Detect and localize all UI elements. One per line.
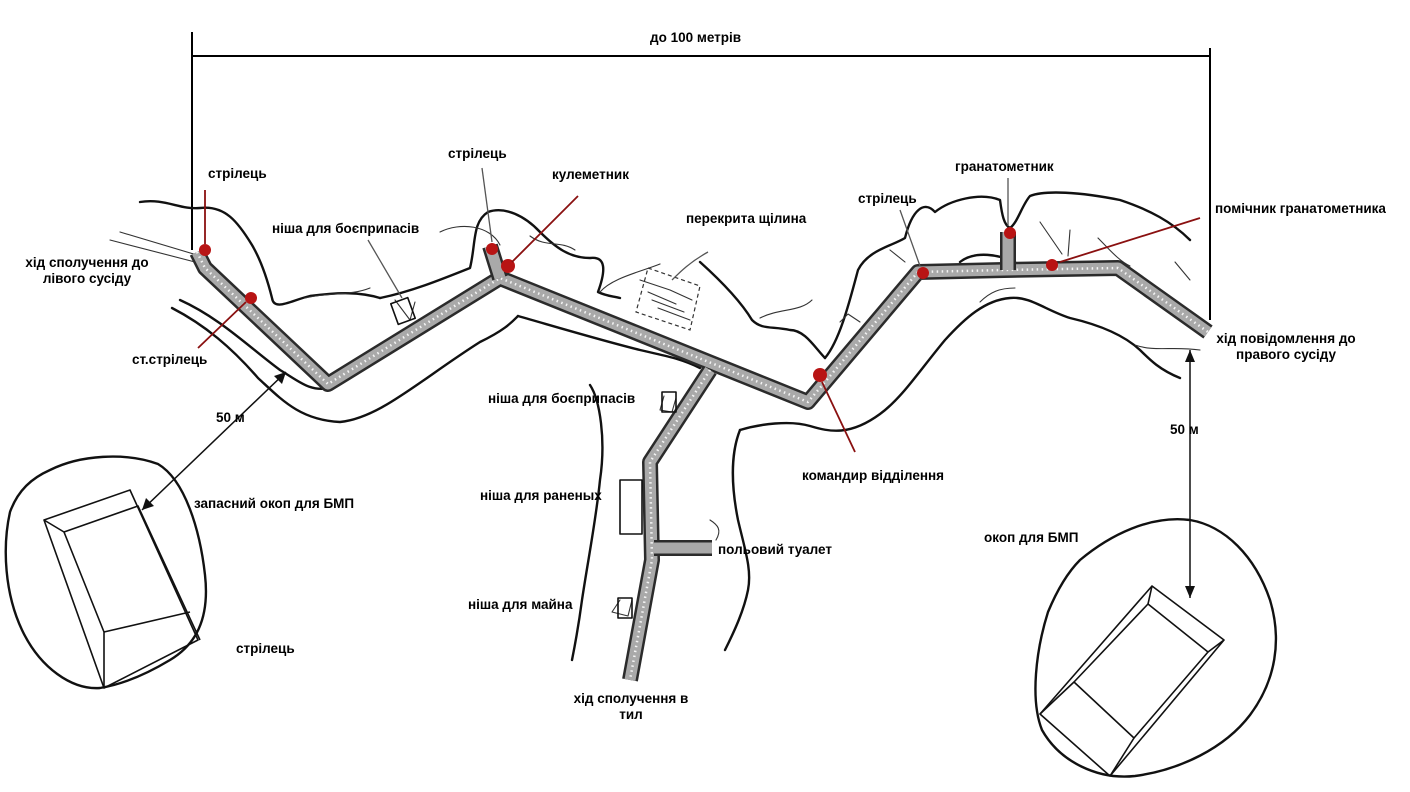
label-grenadier: гранатометник — [955, 159, 1054, 174]
distance-arrows — [141, 350, 1195, 598]
label-wounded-niche: ніша для раненых — [480, 488, 602, 503]
label-machine-gunner: кулеметник — [552, 167, 629, 182]
covered-slit — [635, 267, 701, 331]
label-senior-rifleman: ст.стрілець — [132, 352, 208, 367]
label-ammo-niche-bottom: ніша для боєприпасів — [488, 391, 636, 406]
label-field-toilet: польовий туалет — [718, 542, 832, 557]
label-rear-passage: хід сполучення в тил — [573, 691, 689, 722]
pos-machine-gunner — [501, 259, 515, 273]
label-grenadier-assistant: помічник гранатометника — [1215, 201, 1386, 216]
reserve-bmp-pit — [4, 455, 208, 690]
label-dist-right: 50 м — [1170, 422, 1199, 437]
pos-grenadier — [1004, 227, 1016, 239]
width-bracket — [191, 32, 1211, 320]
label-rifleman-left: стрілець — [208, 166, 267, 181]
bmp-pit — [1034, 518, 1278, 778]
label-covered-slit: перекрита щілина — [686, 211, 807, 226]
pos-rifleman-center — [486, 243, 498, 255]
pos-senior-rifleman — [245, 292, 257, 304]
label-ammo-niche-top: ніша для боєприпасів — [272, 221, 420, 236]
label-bmp-trench: окоп для БМП — [984, 530, 1079, 545]
label-squad-leader: командир відділення — [802, 468, 945, 483]
label-dist-left: 50 м — [216, 410, 245, 425]
wounded-niche-box — [619, 479, 643, 535]
property-niche-box — [617, 597, 633, 619]
ammo-niche-top-box — [389, 296, 417, 326]
auxiliary-lines — [109, 221, 1201, 617]
trench — [189, 232, 1213, 682]
pos-squad-leader — [813, 368, 827, 382]
label-reserve-bmp: запасний окоп для БМП — [194, 496, 355, 511]
pos-grenadier-assistant — [1046, 259, 1058, 271]
fire-positions — [199, 227, 1058, 382]
pos-rifleman-right — [917, 267, 929, 279]
niches — [389, 296, 677, 619]
label-rifleman-center: стрілець — [448, 146, 507, 161]
label-property-niche: ніша для майна — [468, 597, 573, 612]
leader-lines — [197, 167, 1201, 453]
pos-rifleman-left — [199, 244, 211, 256]
label-rifleman-bottom: стрілець — [236, 641, 295, 656]
ammo-niche-bottom-box — [661, 391, 677, 413]
label-comm-right: хід повідомлення до правого сусіду — [1216, 331, 1356, 362]
label-comm-left: хід сполучення до лівого сусіду — [25, 255, 149, 286]
label-rifleman-right: стрілець — [858, 191, 917, 206]
width-label: до 100 метрів — [650, 30, 742, 45]
